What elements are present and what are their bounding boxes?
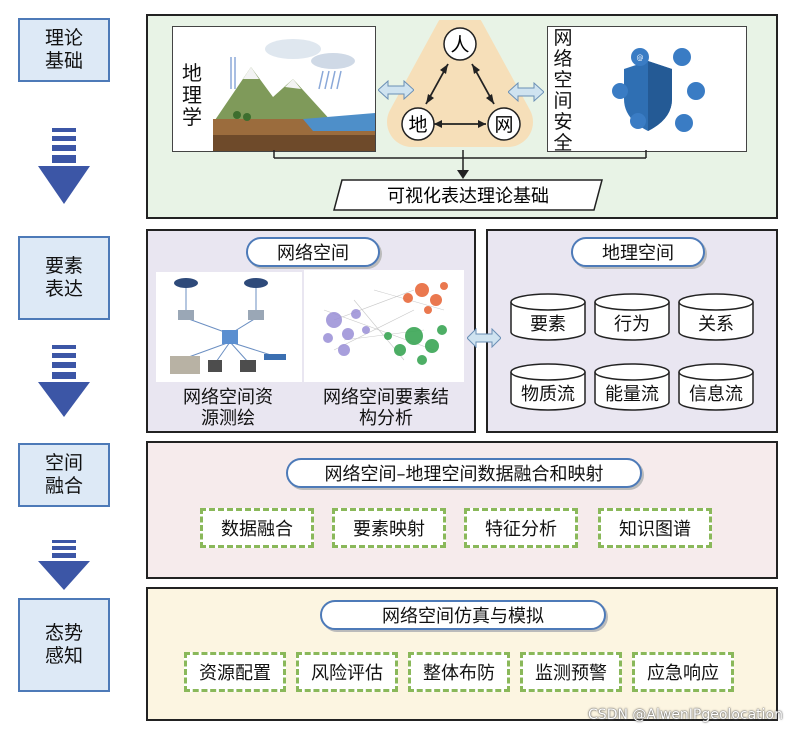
network-topology-illustration [156,272,302,382]
double-arrow-icon [508,82,544,102]
stage-awareness: 态势感知 [18,598,110,692]
network-graph-illustration [304,270,464,382]
fusion-item: 要素映射 [332,508,446,548]
geo-title: 地理空间 [571,237,705,267]
stage-theory: 理论基础 [18,18,110,82]
security-label: 网络空间安全 [553,27,573,154]
geography-label: 地理学 [182,61,202,129]
shield-icon: @ [612,48,705,132]
awareness-item: 资源配置 [184,652,286,692]
water-cycle-icon [173,27,375,151]
svg-text:@: @ [637,54,644,62]
awareness-item: 监测预警 [520,652,622,692]
double-arrow-icon [378,80,414,100]
triangle-right: 网 [494,114,513,136]
awareness-title: 网络空间仿真与模拟 [320,600,606,630]
awareness-item: 整体布防 [408,652,510,692]
triangle-left: 地 [408,114,427,136]
triangle-diagram: 人 地 网 [387,20,533,147]
geo-item-cylinder: 物质流 [510,363,586,411]
cyber-title: 网络空间 [246,237,380,267]
down-arrow-icon [38,540,90,590]
geo-item-cylinder: 信息流 [678,363,754,411]
geo-item-cylinder: 能量流 [594,363,670,411]
geo-item-cylinder: 关系 [678,293,754,341]
stage-elements: 要素表达 [18,236,110,320]
triangle-top: 人 [450,34,469,56]
fusion-item: 特征分析 [464,508,578,548]
cyber-caption-2: 网络空间要素结构分析 [323,387,449,429]
down-arrow-icon [38,128,90,204]
stage-fusion: 空间融合 [18,443,110,507]
double-arrow-icon [467,328,501,348]
cyber-caption-1: 网络空间资源测绘 [183,387,273,429]
awareness-item: 风险评估 [296,652,398,692]
fusion-item: 数据融合 [200,508,314,548]
security-illustration: @ [547,26,747,152]
geo-item-cylinder: 行为 [594,293,670,341]
connector-lines [273,150,647,179]
watermark: CSDN @AlwenIPgeolocation [588,707,783,723]
down-arrow-icon [38,345,90,417]
fusion-title: 网络空间–地理空间数据融合和映射 [286,458,642,488]
geography-illustration [172,26,376,152]
foundation-box: 可视化表达理论基础 [333,179,603,211]
foundation-label: 可视化表达理论基础 [387,186,549,207]
awareness-item: 应急响应 [632,652,734,692]
geo-item-cylinder: 要素 [510,293,586,341]
fusion-item: 知识图谱 [598,508,712,548]
